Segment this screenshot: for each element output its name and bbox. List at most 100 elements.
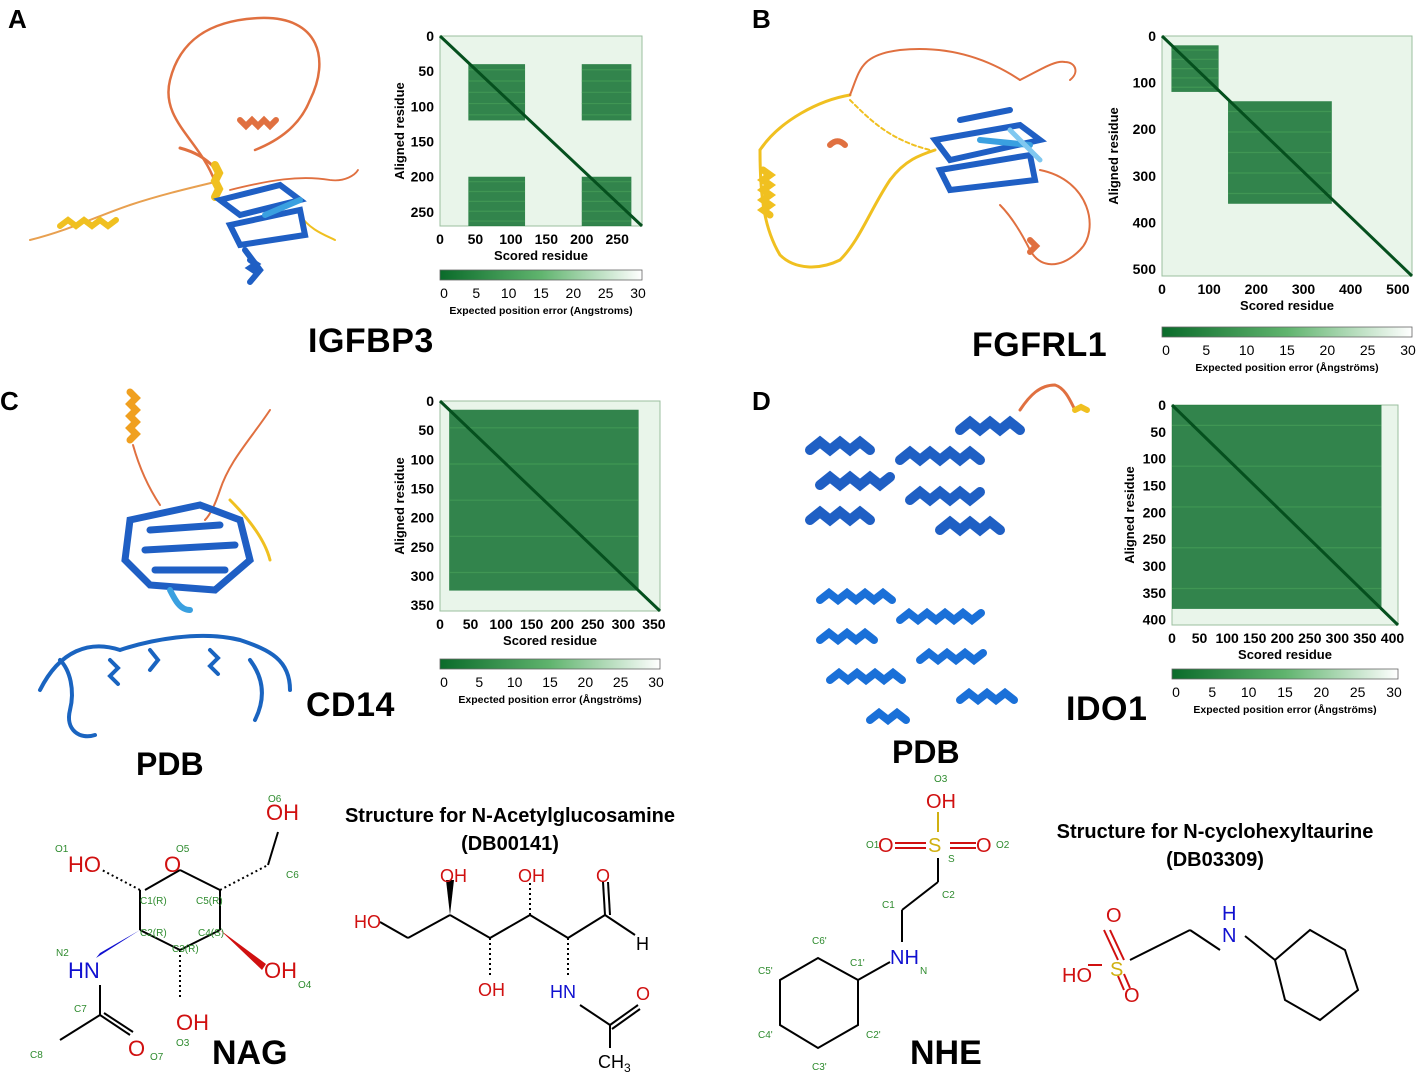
nag-chain-oh-2: OH	[518, 866, 545, 886]
x-tick-label: 0	[1168, 630, 1176, 646]
nhe-o-right: O	[976, 835, 992, 857]
x-tick-label: 150	[535, 231, 559, 247]
cd14-structure	[38, 388, 292, 739]
y-tick-label: 100	[411, 98, 435, 114]
colorbar-tick-label: 20	[578, 674, 594, 690]
nag-label-o7: O7	[150, 1052, 164, 1063]
nhe-labelled-diagram: OH S O O NH O3 O1 O2 S C2 C1 N C1' C2' C…	[758, 774, 1010, 1073]
nag-label-c6: C6	[286, 870, 299, 881]
nag-chain-bonds	[379, 881, 641, 1048]
y-tick-label: 500	[1133, 261, 1157, 277]
y-tick-label: 250	[411, 204, 435, 220]
colorbar-tick-label: 20	[1314, 684, 1330, 700]
nag-wedge-o4	[220, 930, 266, 970]
nhe-label-s: S	[948, 854, 955, 865]
y-axis-label: Aligned residue	[392, 457, 407, 555]
protein-name-ido1: IDO1	[1066, 690, 1148, 728]
x-tick-label: 50	[1192, 630, 1208, 646]
y-tick-label: 50	[1150, 424, 1166, 440]
y-tick-label: 300	[1143, 558, 1167, 574]
y-tick-label: 200	[411, 169, 435, 185]
protein-name-igfbp3: IGFBP3	[308, 322, 434, 360]
nhe-oh: OH	[926, 791, 956, 813]
heatmap-diagonal	[1170, 403, 1400, 627]
x-tick-label: 500	[1386, 281, 1410, 297]
nag-title-line1: Structure for N-Acetylglucosamine	[344, 805, 676, 827]
y-tick-label: 0	[1158, 397, 1166, 413]
nag-chain-wedge	[446, 880, 454, 915]
nag-chain-ch3: CH3	[598, 1052, 631, 1075]
x-tick-label: 250	[1298, 630, 1322, 646]
nag-chain-ho: HO	[354, 912, 381, 932]
heatmap-diagonal	[1160, 34, 1414, 278]
colorbar-tick-label: 15	[1279, 342, 1295, 358]
nag-label-o1: O1	[55, 844, 69, 855]
nhe-label-o3: O3	[934, 774, 948, 785]
colorbar-tick-label: 5	[472, 285, 480, 301]
nag-label-c5: C5(R)	[196, 896, 223, 907]
y-axis-label: Aligned residue	[1122, 466, 1137, 564]
pdb-label-c: PDB	[136, 746, 204, 782]
x-tick-label: 100	[1215, 630, 1239, 646]
x-axis-label: Scored residue	[1240, 298, 1334, 313]
colorbar-tick-label: 15	[533, 285, 549, 301]
colorbar-tick-label: 25	[598, 285, 614, 301]
x-tick-label: 0	[436, 616, 444, 632]
nhe-skeletal-bonds	[1088, 928, 1360, 1022]
colorbar-tick-label: 30	[1400, 342, 1416, 358]
nag-hn: HN	[68, 958, 100, 983]
nhe-label-c6p: C6'	[812, 936, 827, 947]
colorbar	[439, 658, 661, 670]
y-axis-label: Aligned residue	[392, 82, 407, 180]
colorbar-label: Expected position error (Ångströms)	[1193, 703, 1376, 716]
y-tick-label: 150	[1143, 477, 1167, 493]
x-axis-label: Scored residue	[494, 248, 588, 263]
nag-wedge-n	[96, 930, 140, 958]
nag-label-c1: C1(R)	[140, 896, 167, 907]
panel-letter-d: D	[752, 386, 771, 416]
nhe-structure-title: Structure for N-cyclohexyltaurine (DB033…	[1010, 818, 1418, 874]
x-tick-label: 100	[499, 231, 523, 247]
colorbar-label: Expected position error (Ångströms)	[1195, 361, 1378, 374]
nag-chain-oh-3: OH	[478, 980, 505, 1000]
x-tick-label: 100	[489, 616, 513, 632]
colorbar-tick-label: 25	[613, 674, 629, 690]
nag-ho1: HO	[68, 852, 101, 877]
y-tick-label: 0	[426, 28, 434, 44]
x-tick-label: 300	[612, 616, 636, 632]
y-tick-label: 400	[1133, 214, 1157, 230]
colorbar-tick-label: 20	[1320, 342, 1336, 358]
panel-letter-a: A	[8, 4, 27, 34]
x-tick-label: 250	[606, 231, 630, 247]
x-tick-label: 300	[1292, 281, 1316, 297]
colorbar-tick-label: 10	[507, 674, 523, 690]
ligand-name-nhe: NHE	[910, 1034, 982, 1072]
x-tick-label: 150	[520, 616, 544, 632]
nag-chair-diagram: O OH HO OH OH HN O O1 O5 O6 C6 C1(R) C5(…	[30, 794, 312, 1063]
y-tick-label: 150	[411, 481, 435, 497]
protein-name-fgfrl1: FGFRL1	[972, 326, 1108, 364]
nag-o5: O	[164, 852, 181, 877]
nhe-label-o2: O2	[996, 840, 1010, 851]
x-tick-label: 350	[1353, 630, 1377, 646]
nag-oh4: OH	[264, 958, 297, 983]
nag-structure-title: Structure for N-Acetylglucosamine (DB001…	[300, 802, 720, 858]
colorbar-tick-label: 30	[1386, 684, 1402, 700]
nhe-s: S	[928, 835, 941, 857]
y-tick-label: 350	[411, 597, 435, 613]
nag-chain-o-amide: O	[636, 984, 650, 1004]
nag-bonds	[59, 831, 279, 1041]
panel-letter-c: C	[0, 386, 19, 416]
y-tick-label: 0	[426, 393, 434, 409]
x-tick-label: 200	[570, 231, 594, 247]
y-tick-label: 50	[418, 422, 434, 438]
pdb-label-d: PDB	[892, 734, 960, 770]
x-tick-label: 400	[1381, 630, 1405, 646]
colorbar-tick-label: 5	[1202, 342, 1210, 358]
nag-label-c4: C4(S)	[198, 928, 224, 939]
x-tick-label: 0	[1158, 281, 1166, 297]
nag-title-line2: (DB00141)	[461, 833, 559, 855]
colorbar-tick-label: 20	[566, 285, 582, 301]
